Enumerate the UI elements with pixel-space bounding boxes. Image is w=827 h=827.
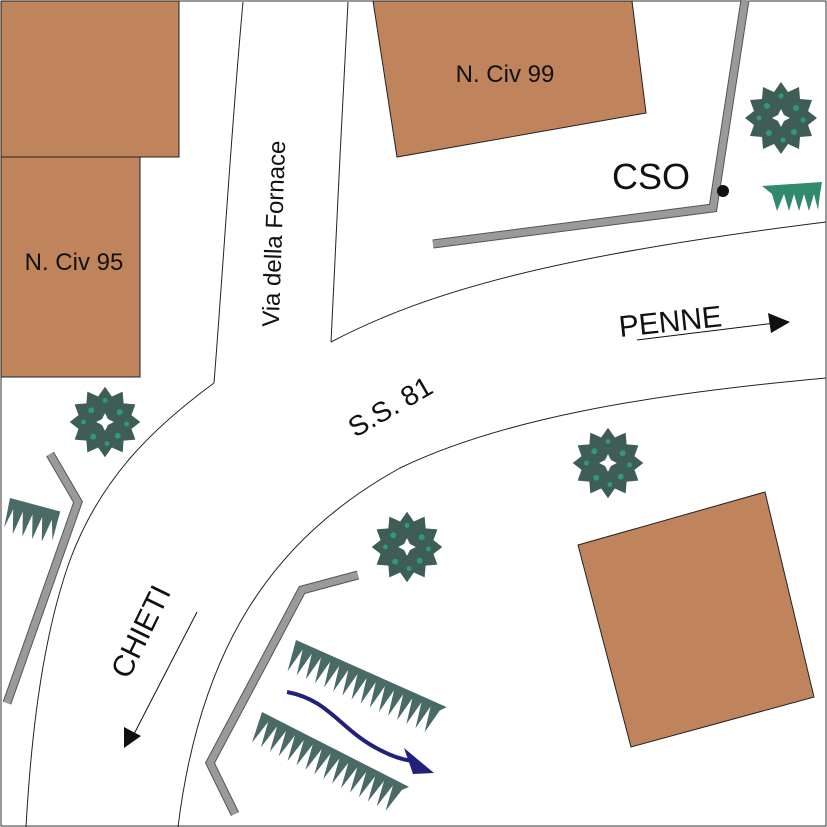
arrow-right-icon	[636, 313, 790, 341]
tree-icon	[572, 427, 644, 499]
arrow-down-left-icon	[124, 611, 198, 748]
hedge-icon	[4, 498, 61, 542]
wall-south	[204, 570, 360, 816]
hedge-icon	[762, 182, 822, 211]
label-ss-81: S.S. 81	[343, 370, 438, 443]
label-building-95: N. Civ 95	[25, 249, 124, 276]
fornace-west-edge	[213, 1, 244, 384]
building-99	[372, 0, 647, 158]
building-north-west	[0, 0, 180, 158]
label-cso: CSO	[612, 156, 690, 197]
label-chieti: CHIETI	[105, 580, 178, 683]
label-via-della-fornace: Via della Fornace	[258, 140, 291, 327]
road-edges	[25, 1, 827, 827]
hedge-icon	[251, 712, 410, 811]
highway-south-edge	[177, 377, 827, 827]
highway-north-edge	[330, 221, 827, 343]
fornace-east-edge	[330, 1, 349, 343]
building-south-east	[577, 491, 815, 748]
chieti-road-west-edge	[25, 382, 215, 827]
buildings	[0, 0, 815, 748]
hedges	[4, 182, 822, 811]
wall-west	[2, 451, 83, 705]
hedge-icon	[287, 640, 447, 733]
label-penne: PENNE	[617, 300, 723, 344]
tree-icon	[371, 511, 443, 583]
cso-point-icon	[717, 185, 729, 197]
label-building-99: N. Civ 99	[456, 61, 555, 88]
wall-north	[432, 0, 750, 249]
building-95	[0, 156, 141, 378]
tree-icon	[69, 386, 141, 458]
walls	[2, 0, 750, 816]
tree-icon	[745, 82, 817, 154]
flow-arrow-icon	[286, 690, 434, 774]
